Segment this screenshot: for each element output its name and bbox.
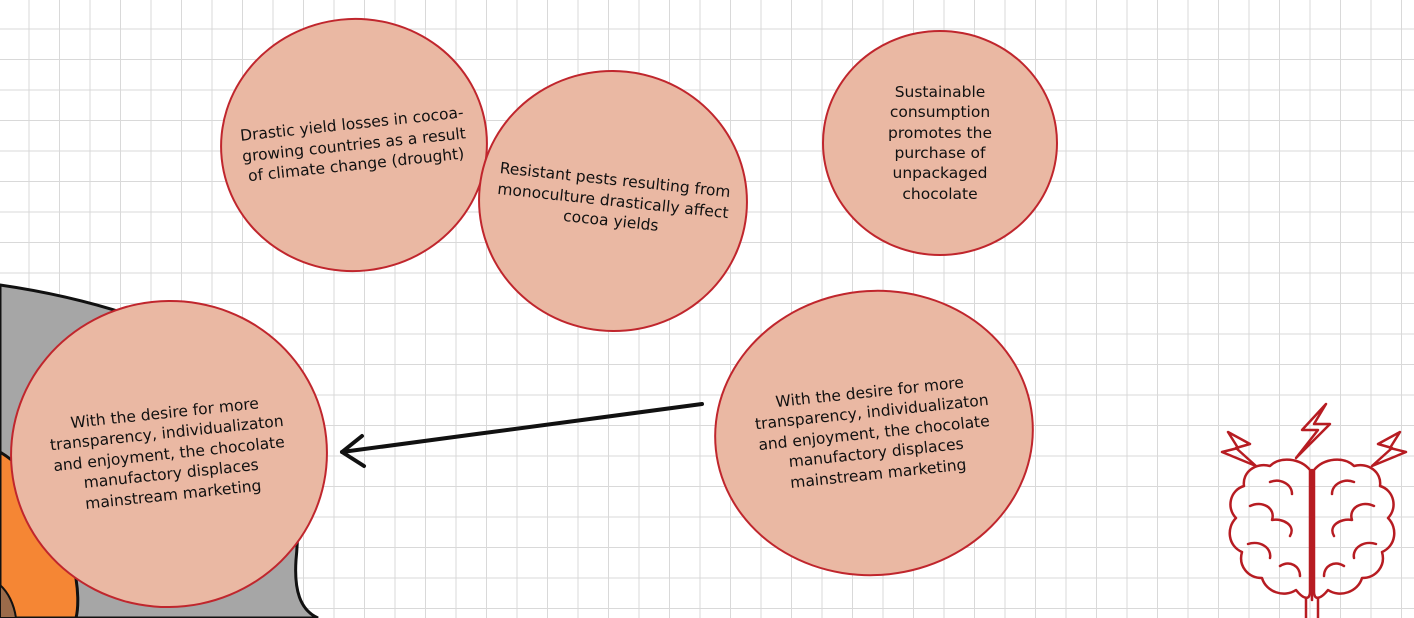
bubble-sustainable-consumption: Sustainable consumption promotes the pur… (822, 30, 1058, 256)
brown-detail-shape (0, 583, 18, 618)
brain-stem (1304, 598, 1320, 618)
bubble-sustainable-text: Sustainable consumption promotes the pur… (888, 82, 992, 203)
arrow-line (340, 402, 704, 454)
arrow-head (340, 434, 366, 468)
